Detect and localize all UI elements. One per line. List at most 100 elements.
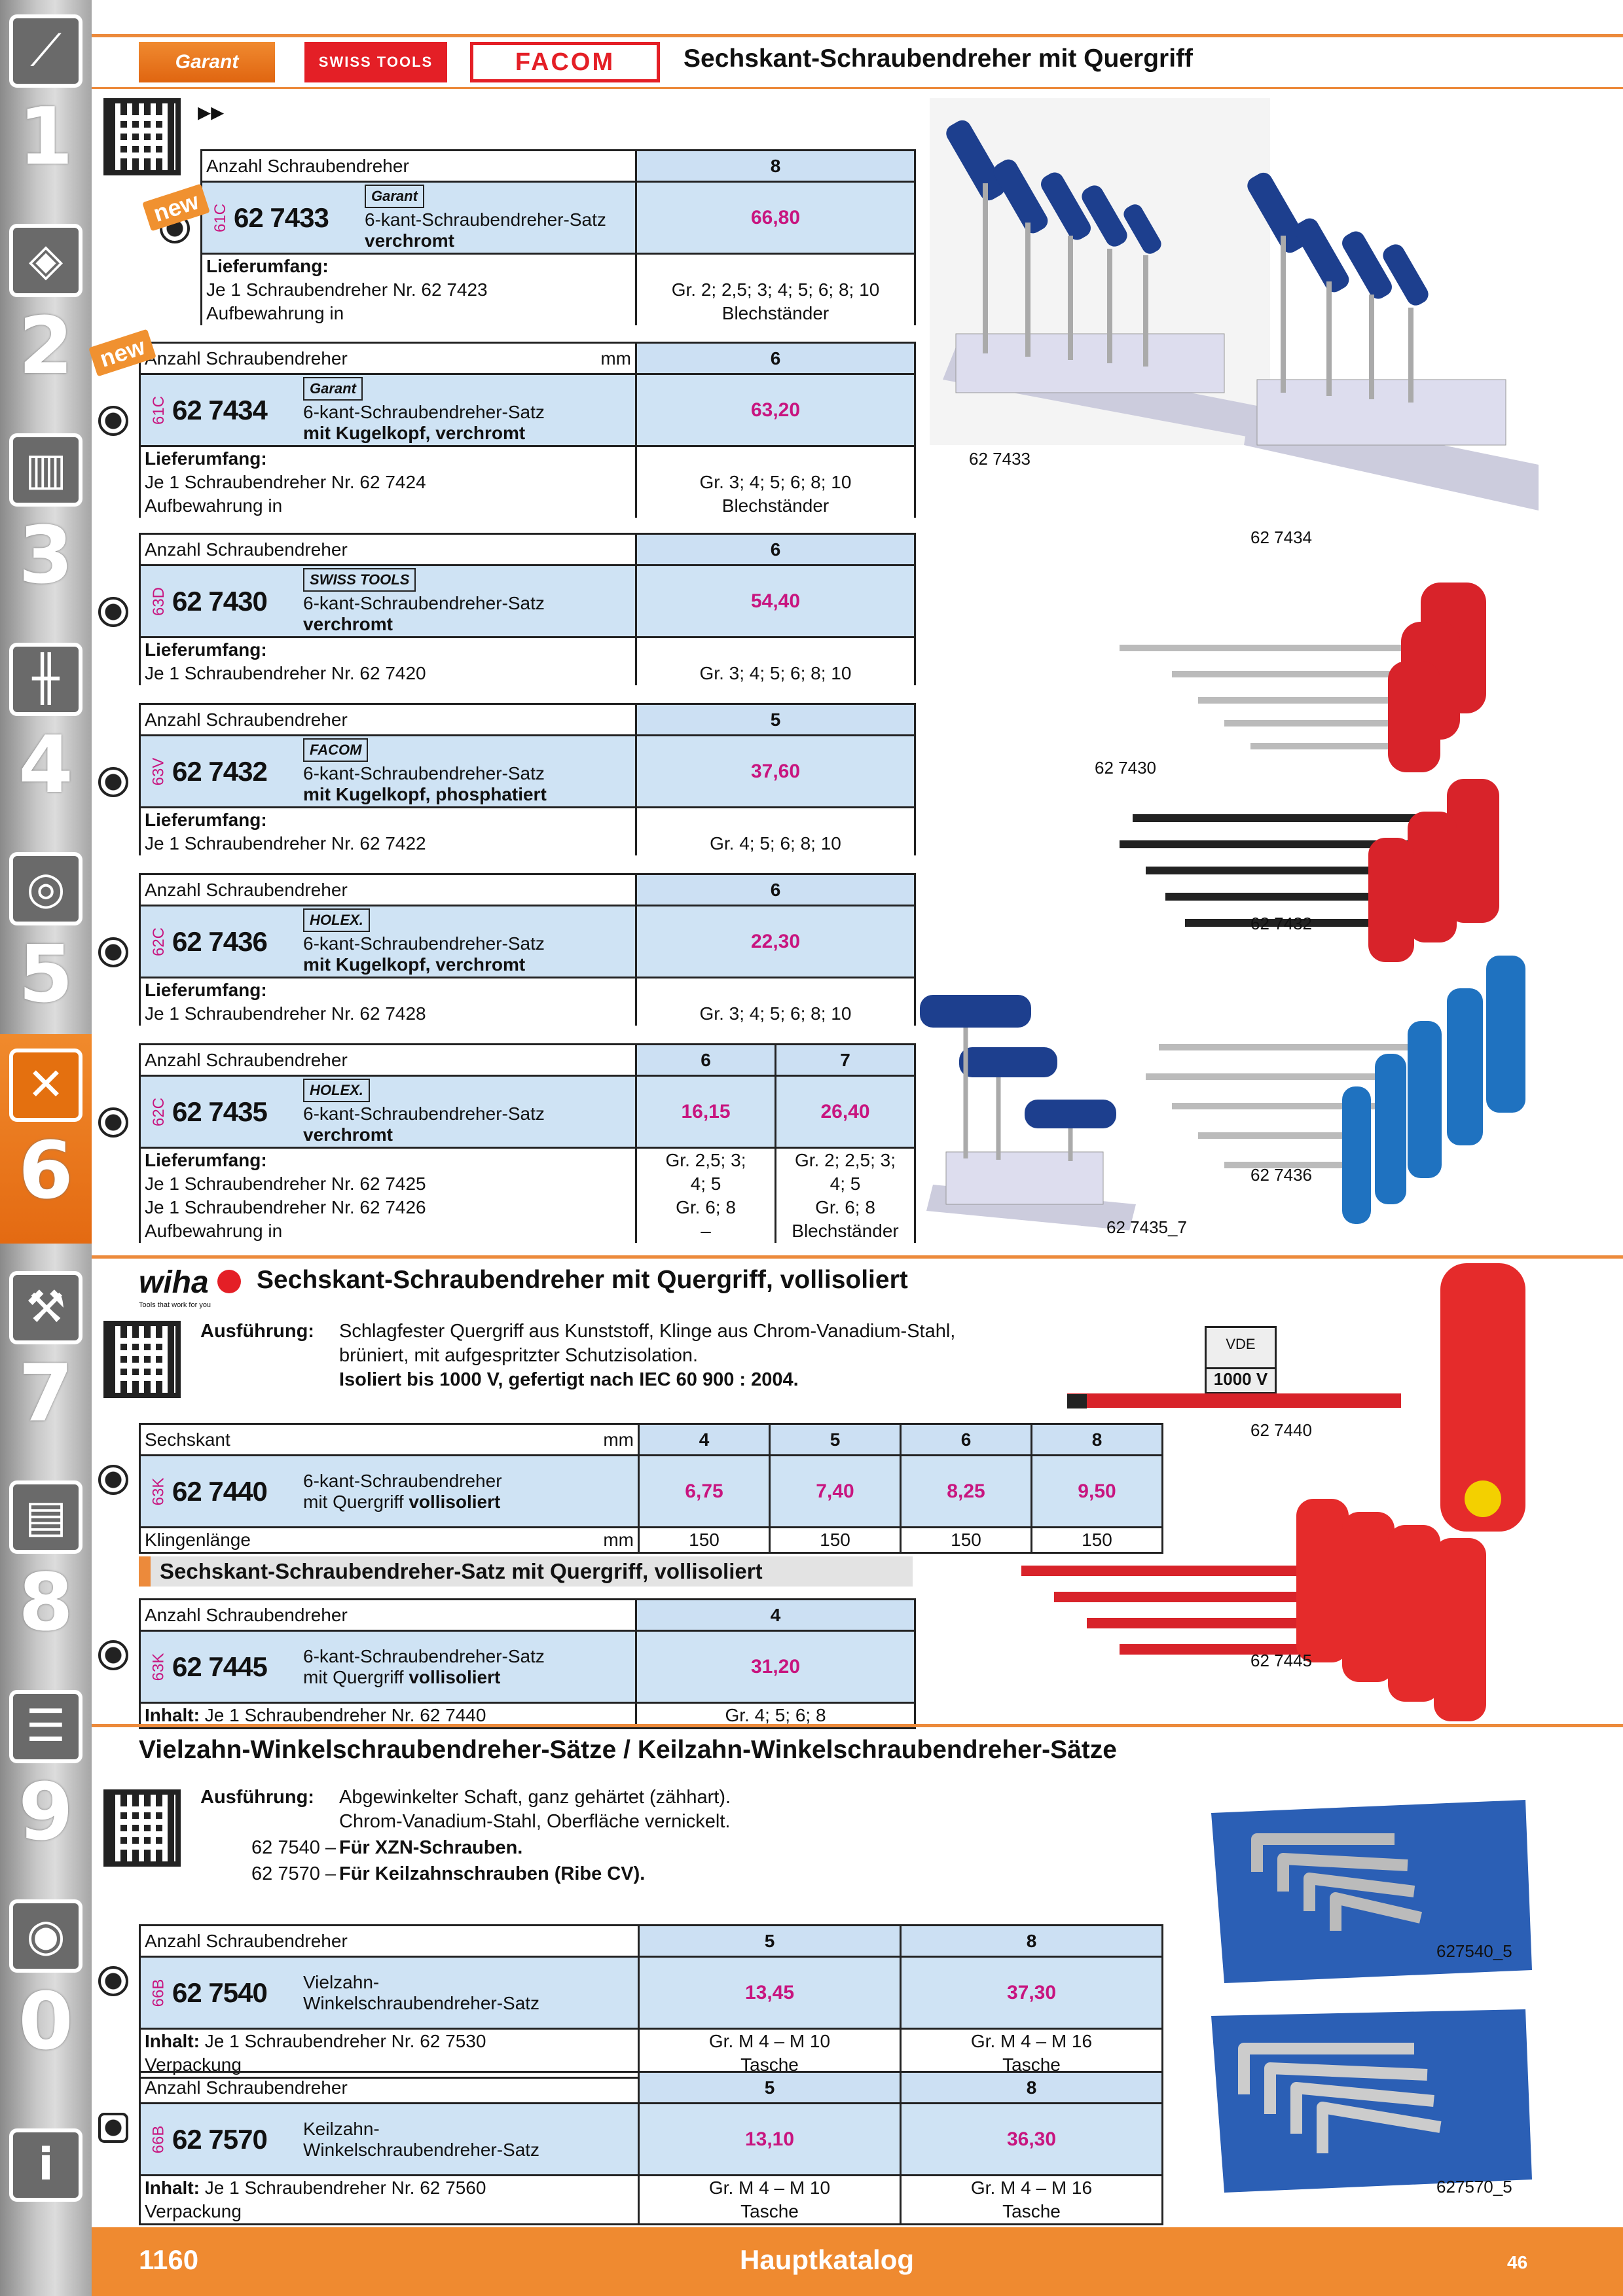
vielzahn-ref-627570: 62 7570 – [251,1863,337,1884]
price[interactable]: 9,50 [1030,1454,1163,1528]
info-value: Blechständer [635,302,916,325]
info-label: Je 1 Schraubendreher Nr. 62 7423 [200,278,637,302]
price[interactable]: 36,30 [900,2102,1163,2176]
price[interactable]: 16,15 [635,1075,776,1149]
group-code: 63D [150,586,168,616]
table-header-col: 6 [635,1043,776,1077]
hex-drive-icon [98,1107,128,1138]
table-header-col: 8 [635,149,916,183]
vielzahn-desc-line1: Abgewinkelter Schaft, ganz gehärtet (zäh… [339,1787,731,1808]
info-icon: i [9,2128,82,2202]
article-number[interactable]: 62 7434 [172,394,268,425]
group-code: 61C [150,395,168,425]
price[interactable]: 37,60 [635,734,916,808]
article-number[interactable]: 62 7435 [172,1096,268,1127]
chapter-tab-info[interactable]: i [0,2114,92,2225]
price[interactable]: 8,25 [900,1454,1032,1528]
table-header-col: 7 [775,1043,916,1077]
info-label: Lieferumfang: [200,253,637,278]
hex-drive-icon [98,597,128,627]
caption-627440: 62 7440 [1250,1420,1312,1440]
table-header-col: 5 [635,703,916,736]
wiha-desc-line3: Isoliert bis 1000 V, gefertigt nach IEC … [339,1369,799,1390]
blade-length-value: 150 [769,1526,902,1554]
chapter-tab-3[interactable]: ▥3 [0,419,92,628]
vielzahn-ref-627540-text: Für XZN-Schrauben. [339,1837,523,1858]
article-number[interactable]: 62 7430 [172,585,268,617]
info-label: Je 1 Schraubendreher Nr. 62 7420 [139,662,637,685]
info-value: Gr. 2; 2,5; 3; 4; 5; 6; 8; 10 [635,278,916,302]
grinding-disc-icon: ◎ [9,852,82,925]
price[interactable]: 54,40 [635,564,916,638]
product-desc: 6-kant-Schraubendreher-Satz [303,762,545,783]
product-finish: mit Kugelkopf, phosphatiert [303,783,547,804]
group-code: 66B [149,2125,168,2153]
caption-627434: 62 7434 [1250,528,1312,547]
insert-cutter-icon: ◈ [9,224,82,297]
article-number[interactable]: 62 7445 [172,1651,268,1682]
cabinet-icon: ☰ [9,1690,82,1763]
info-value: Blechständer [635,494,916,518]
price[interactable]: 31,20 [635,1630,916,1704]
product-image-627435 [920,988,1136,1230]
info-label: Je 1 Schraubendreher Nr. 62 7425 [139,1172,637,1196]
hex-drive-icon [98,937,128,967]
product-desc: Vielzahn- [303,1971,380,1992]
price[interactable]: 13,10 [638,2102,902,2176]
price[interactable]: 26,40 [775,1075,916,1149]
price[interactable]: 13,45 [638,1956,902,2030]
table-header-label: Anzahl Schraubendreher [139,1598,637,1632]
brand-mark: FACOM [303,738,369,762]
top-rule [92,34,1623,37]
price[interactable]: 63,20 [635,373,916,447]
contents-value: Gr. M 4 – M 16 [900,2028,1163,2053]
product-image-627430 [1113,576,1539,792]
article-number[interactable]: 62 7433 [234,202,329,233]
contents-value: Gr. M 4 – M 10 [638,2028,902,2053]
info-label: Lieferumfang: [139,636,637,662]
wiha-execution-label: Ausführung: [200,1321,314,1342]
price[interactable]: 37,30 [900,1956,1163,2030]
article-number[interactable]: 62 7436 [172,925,268,957]
product-finish: mit Kugelkopf, verchromt [303,954,526,975]
chapter-tab-2[interactable]: ◈2 [0,209,92,419]
chapter-tab-9[interactable]: ☰9 [0,1676,92,1885]
table-header-col: 5 [638,2071,902,2104]
price[interactable]: 6,75 [638,1454,771,1528]
chapter-tab-7[interactable]: ⚒7 [0,1257,92,1466]
page-section-index: 46 [1507,2252,1528,2272]
price[interactable]: 66,80 [635,181,916,255]
qr-code-wiha[interactable] [103,1321,181,1398]
chapter-tab-4[interactable]: ╫4 [0,628,92,838]
contents-label: Inhalt: Je 1 Schraubendreher Nr. 62 7530 [139,2028,640,2053]
chapter-tab-0[interactable]: ◉0 [0,1885,92,2094]
info-value [635,445,916,471]
article-number[interactable]: 62 7570 [172,2123,268,2155]
price[interactable]: 22,30 [635,905,916,978]
chapter-tab-1[interactable]: ⟋1 [0,0,92,209]
article-number[interactable]: 62 7540 [172,1977,268,2008]
table-header-label: Anzahl Schraubendreher [139,703,637,736]
section-title: Sechskant-Schraubendreher mit Quergriff [684,45,1194,73]
swiss-tools-logo: SWISS TOOLS [304,42,447,82]
brand-mark: Garant [303,376,363,401]
info-value [635,253,916,278]
group-code: 61C [211,203,230,232]
info-label: Je 1 Schraubendreher Nr. 62 7424 [139,471,637,494]
price[interactable]: 7,40 [769,1454,902,1528]
article-number[interactable]: 62 7432 [172,755,268,787]
article-number[interactable]: 62 7440 [172,1475,268,1507]
chapter-tab-6[interactable]: ✕6 [0,1034,92,1244]
chapter-tab-5[interactable]: ◎5 [0,838,92,1047]
qr-code[interactable] [103,98,181,175]
qr-code-vielzahn[interactable] [103,1789,181,1867]
chapter-tab-8[interactable]: ▤8 [0,1466,92,1676]
info-value: Gr. 4; 5; 6; 8; 10 [635,832,916,855]
